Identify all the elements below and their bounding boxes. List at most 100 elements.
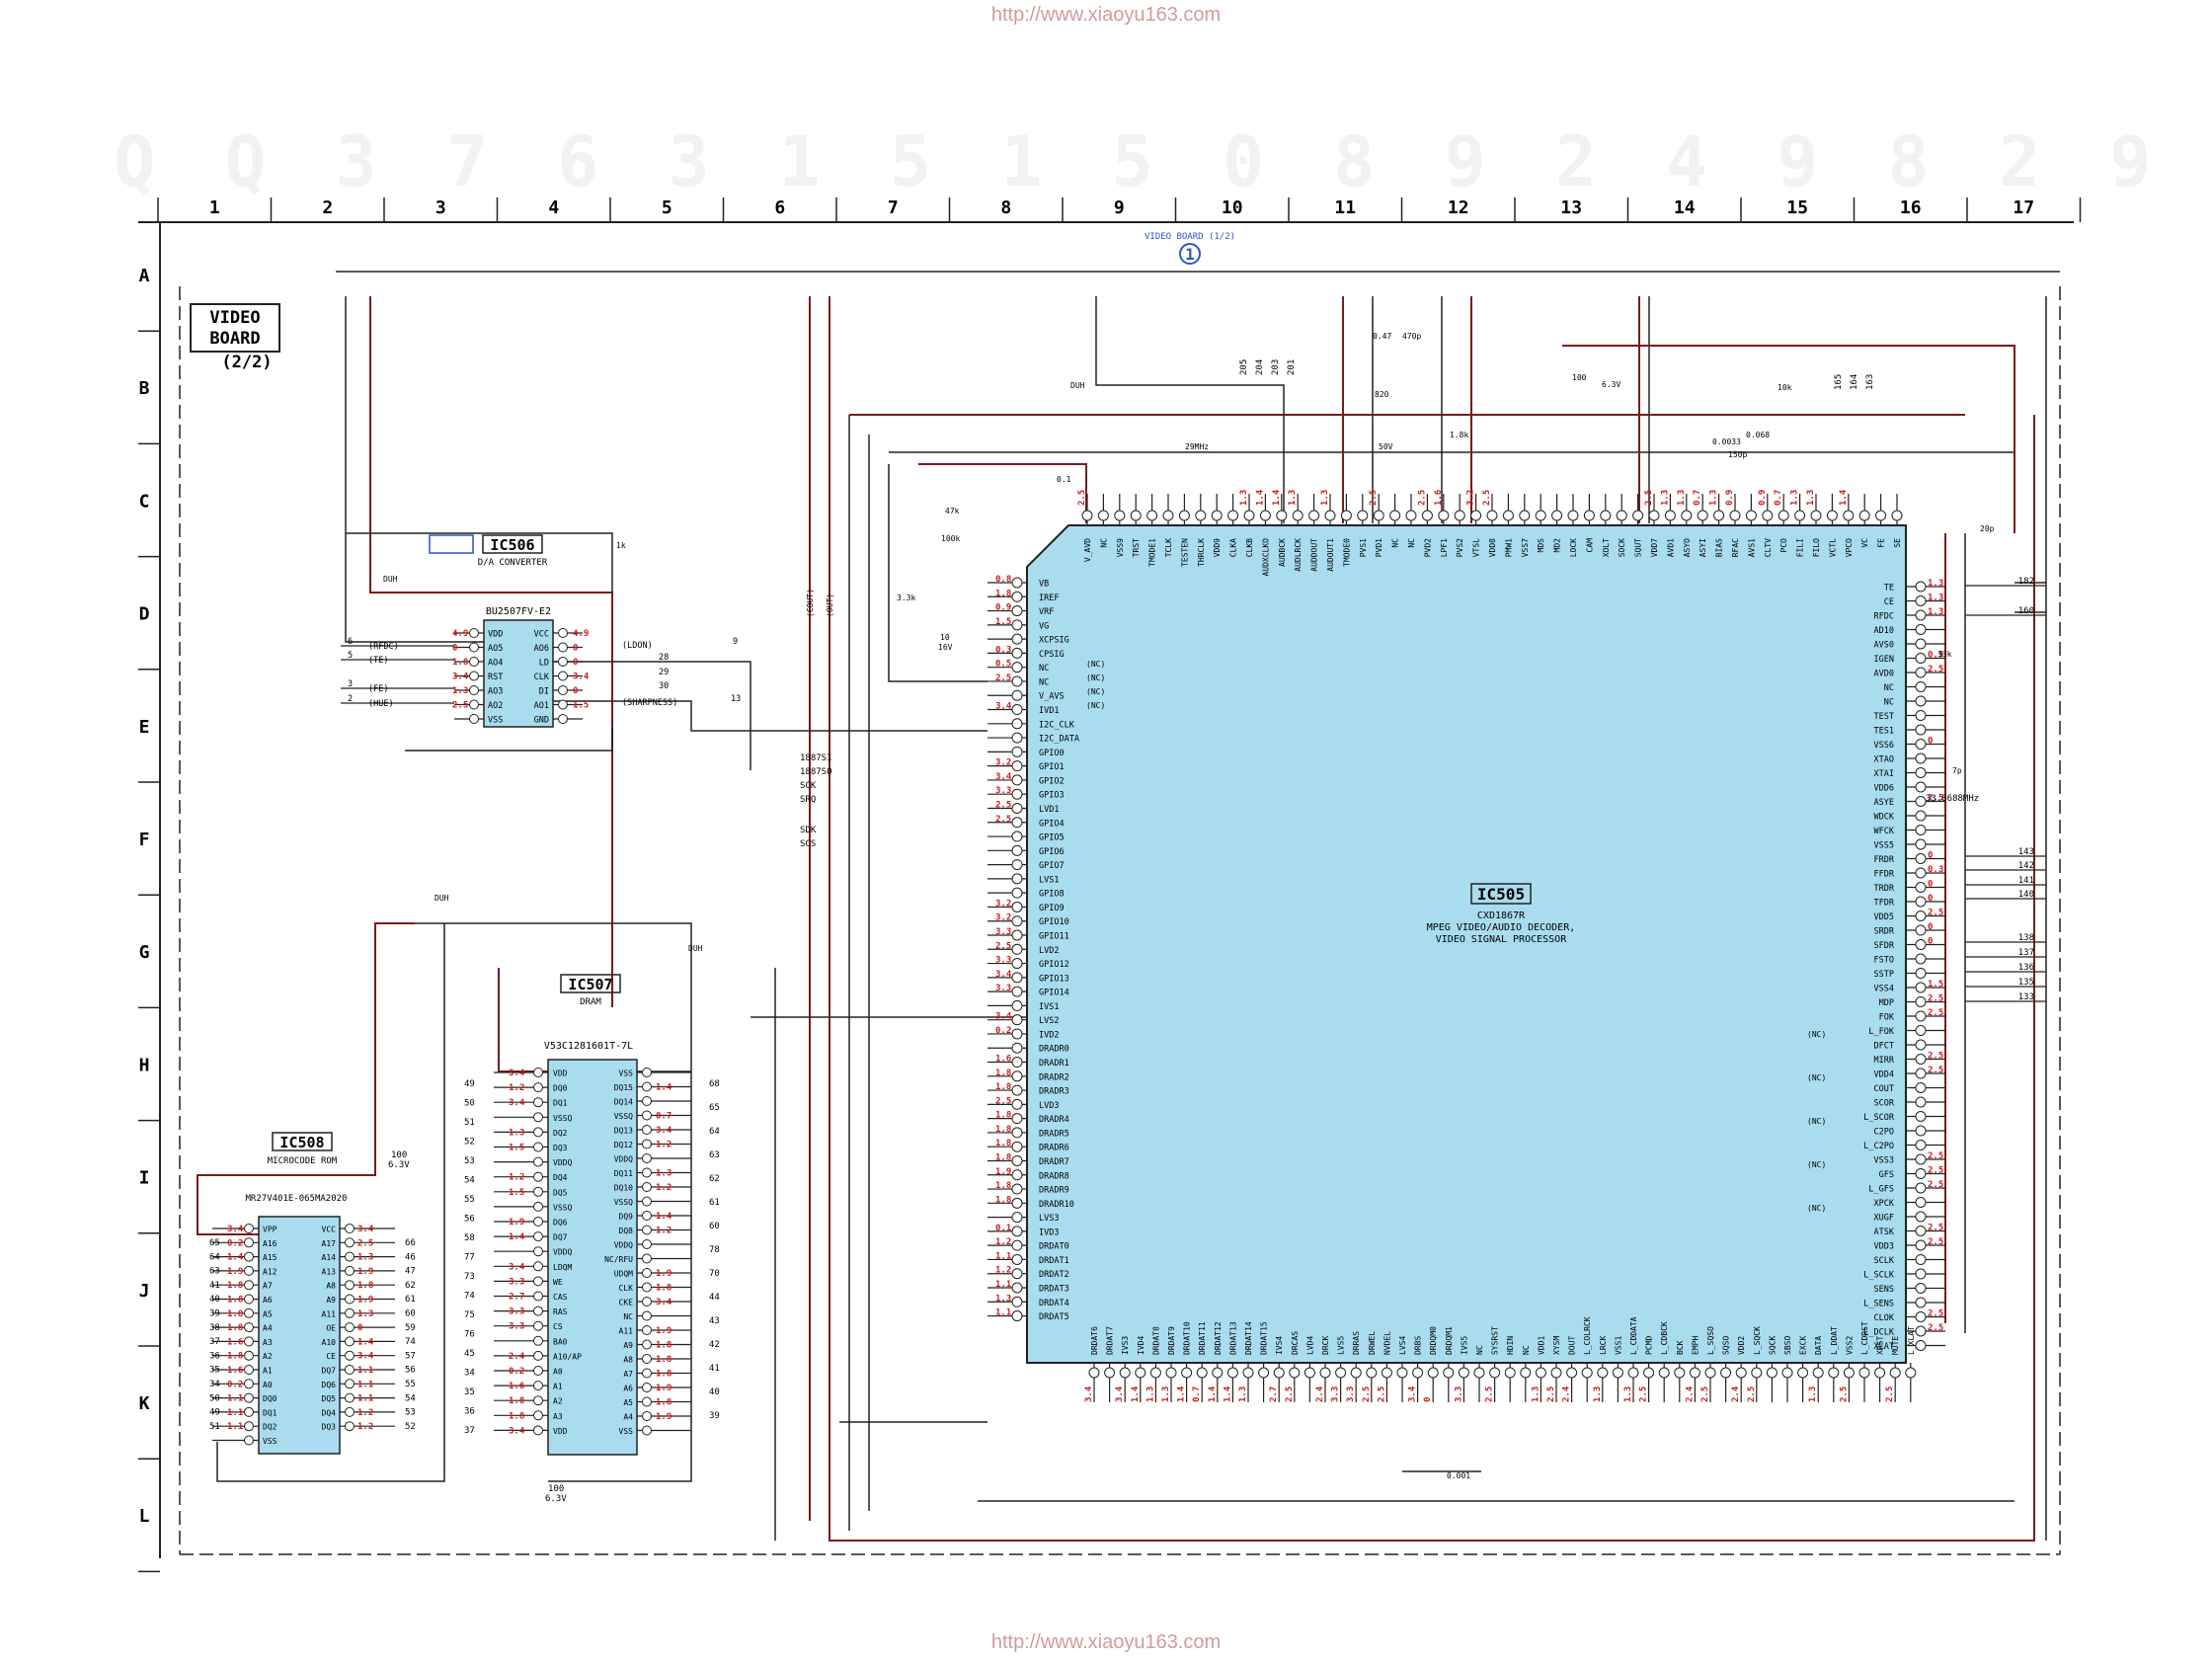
ic508-loop bbox=[216, 923, 445, 1482]
ic505-right-pin-label: CE bbox=[1884, 597, 1894, 607]
ic507-left-net: 49 bbox=[464, 1079, 475, 1089]
ic508-left-pin-dot bbox=[244, 1365, 254, 1375]
ic507-right-pin-label: DQ13 bbox=[614, 1127, 633, 1136]
ic505-top-pin-label: AUDBCK bbox=[1278, 538, 1287, 567]
ic507-left-pin-label: VDDQ bbox=[553, 1248, 572, 1257]
ic505-right-pin-label: VSS4 bbox=[1874, 985, 1894, 994]
ic507-right-pin-dot bbox=[642, 1396, 652, 1407]
ic508-right-volt: 1.3 bbox=[357, 1309, 373, 1319]
ic505-right-volt: 2.5 bbox=[1928, 665, 1943, 674]
col-label: 16 bbox=[1900, 198, 1922, 218]
ic507-right-pin-label: CLK bbox=[619, 1284, 634, 1293]
ic505-right-pin-label: FRDR bbox=[1874, 855, 1895, 865]
ic507-right-pin-label: DQ9 bbox=[619, 1213, 634, 1222]
ic505-left-pin-dot bbox=[1011, 844, 1023, 856]
ic505-right-pin-dot bbox=[1915, 1239, 1927, 1251]
ic505-top-pin-label: NC bbox=[1407, 538, 1416, 548]
ic505-bottom-volt: 3.3 bbox=[1454, 1386, 1463, 1402]
ic505-top-pin-label: MD2 bbox=[1553, 538, 1562, 553]
ic505-bottom-pin-dot bbox=[1273, 1367, 1285, 1379]
ic508-left-pin-label: A4 bbox=[263, 1324, 273, 1333]
right-net-num: 135 bbox=[2018, 978, 2034, 988]
ic505-right-volt: 2.5 bbox=[1928, 1309, 1943, 1319]
ic505-left-volt: 3.4 bbox=[995, 772, 1012, 782]
ic505-bottom-volt: 2.5 bbox=[1885, 1386, 1895, 1402]
row-label: J bbox=[139, 1281, 150, 1302]
ic505-top-pin-dot bbox=[1389, 510, 1401, 521]
ic505-left-pin-dot bbox=[1011, 901, 1023, 912]
ic507-chip: IC507 DRAM V53C1281601T-7L VDD3.4DQ01.2D… bbox=[464, 974, 720, 1504]
col-label: 6 bbox=[774, 198, 785, 218]
ic505-top-volt: 1.4 bbox=[1272, 489, 1282, 506]
ic505-bottom-pin-dot bbox=[1319, 1367, 1331, 1379]
ic507-left-pin-dot bbox=[533, 1320, 543, 1331]
ic506-right-pin-dot bbox=[558, 657, 568, 667]
ic505-bottom-pin-label: VSS1 bbox=[1614, 1336, 1622, 1355]
ic505-left-volt: 1.6 bbox=[995, 1055, 1011, 1065]
ic505-bottom-pin-dot bbox=[1520, 1367, 1532, 1379]
ic505-right-pin-label: WFCK bbox=[1874, 827, 1895, 836]
ic505-right-pin-dot bbox=[1915, 1226, 1927, 1236]
ic505-top-pin-label: SOCK bbox=[1618, 538, 1626, 557]
ic505-left-pin-dot bbox=[1011, 817, 1023, 829]
ic507-right-pin-label: A9 bbox=[623, 1341, 633, 1350]
ic507-left-pin-label: DQ4 bbox=[553, 1173, 568, 1182]
ic505-right-pin-label: FSTO bbox=[1874, 956, 1894, 966]
col-label: 11 bbox=[1334, 198, 1356, 218]
ic505-bottom-pin-dot bbox=[1504, 1367, 1516, 1379]
ic505-top-pin-label: SQUT bbox=[1634, 538, 1643, 557]
ic505-top-pin-label: CAM bbox=[1585, 538, 1594, 553]
ic505-top-pin-dot bbox=[1519, 510, 1531, 521]
ic505-bottom-volt: 1.3 bbox=[1161, 1386, 1171, 1402]
ic505-right-pin-dot bbox=[1915, 1054, 1927, 1065]
row-label: E bbox=[139, 717, 150, 738]
ic505-bottom-pin-dot bbox=[1812, 1367, 1824, 1379]
ic506-right-pin-label: AO6 bbox=[534, 644, 549, 654]
ic505-left-pin-label: IVD1 bbox=[1039, 706, 1059, 716]
ic508-right-volt: 3.4 bbox=[357, 1225, 374, 1234]
ic505-top-volt: 1.3 bbox=[1239, 490, 1249, 506]
wire-nc bbox=[1095, 296, 1285, 523]
ic505-right-pin-label: AVD0 bbox=[1874, 670, 1894, 679]
ic505-right-pin-label: ATSK bbox=[1874, 1227, 1895, 1237]
ic505-right-pin-dot bbox=[1915, 1297, 1927, 1308]
ic508-right-net: 60 bbox=[405, 1309, 416, 1319]
ic508-left-pin-dot bbox=[244, 1336, 254, 1347]
ic508-vpp bbox=[197, 922, 415, 1235]
ic505-right-pin-dot bbox=[1915, 825, 1927, 835]
ic505-bottom-pin-dot bbox=[1473, 1367, 1485, 1379]
ic507-left-net: 34 bbox=[464, 1369, 475, 1379]
row-label: F bbox=[139, 830, 150, 850]
ic505-bottom-pin-label: DRDAT10 bbox=[1183, 1321, 1192, 1355]
ic505-bottom-pin-dot bbox=[1258, 1367, 1270, 1379]
ic508-left-net: 39 bbox=[209, 1309, 220, 1319]
top-net-label: 205 bbox=[1239, 359, 1249, 375]
ic506-net-label: (SHARPNESS) bbox=[622, 698, 677, 708]
component-value: 6.3V bbox=[1602, 380, 1620, 389]
ic505-top-pin-dot bbox=[1357, 510, 1369, 521]
ic507-left-pin-label: CAS bbox=[553, 1293, 568, 1302]
ic505-bottom-pin-dot bbox=[1658, 1367, 1670, 1379]
ic505-top-pin-label: VDD9 bbox=[1213, 538, 1222, 557]
ic505-left-pin-dot bbox=[1011, 972, 1023, 984]
ic506-net-label: (FE) bbox=[368, 684, 388, 694]
board-link-label: VIDEO BOARD (1/2) bbox=[1145, 232, 1235, 242]
board-title-line3: (2/2) bbox=[221, 353, 272, 372]
ic508-left-net: 34 bbox=[209, 1380, 220, 1389]
ic505-left-pin-dot bbox=[1011, 788, 1023, 800]
ic506-chip: IC506 D/A CONVERTER BU2507FV-E2 VDD4.9AO… bbox=[429, 534, 590, 728]
ic508-right-pin-dot bbox=[345, 1322, 355, 1333]
ic505-left-pin-label: GPIO3 bbox=[1039, 791, 1065, 801]
ic508-left-net: 41 bbox=[209, 1281, 220, 1291]
ic505-bottom-volt: 1.3 bbox=[1238, 1386, 1248, 1402]
ic505-top-pin-label: AUDOUT1 bbox=[1326, 538, 1335, 572]
col-label: 1 bbox=[209, 198, 220, 218]
ic505-bottom-pin-dot bbox=[1335, 1367, 1347, 1379]
ic506-right-volt: 0 bbox=[573, 686, 578, 696]
ic505-top-pin-dot bbox=[1178, 510, 1190, 521]
ic505-top-pin-dot bbox=[1583, 510, 1595, 521]
ic508-left-volt: 1.8 bbox=[227, 1281, 243, 1291]
ic505-right-pin-dot bbox=[1915, 724, 1927, 736]
ic505-left-pin-label: DRADR1 bbox=[1039, 1059, 1069, 1069]
